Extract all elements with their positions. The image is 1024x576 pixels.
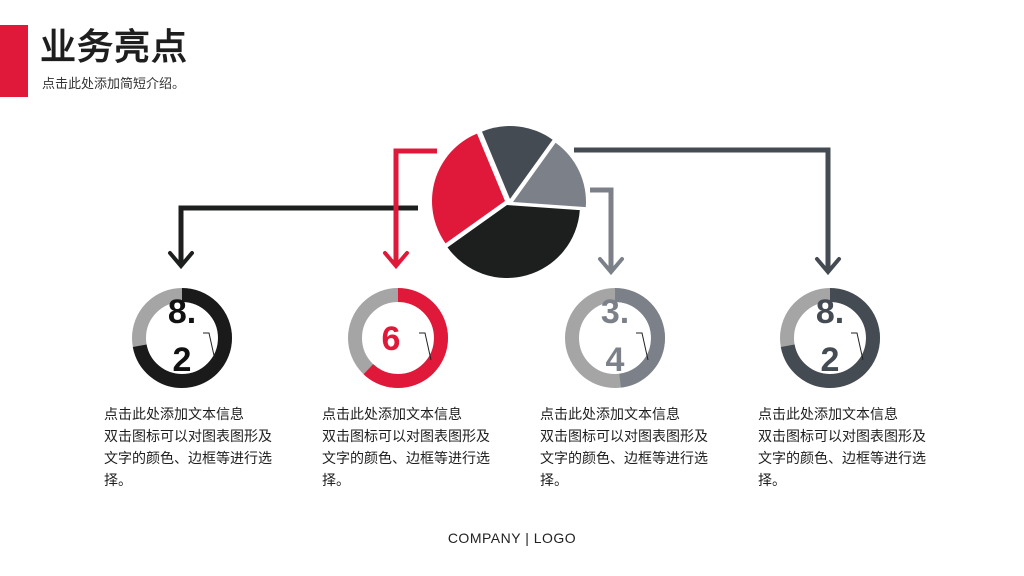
ring-progress (132, 288, 232, 388)
ring-value-line2: 4 (606, 341, 625, 379)
item-text-line: 择。 (322, 473, 350, 489)
item-description: 点击此处添加文本信息 双击图标可以对图表图形及 文字的颜色、边框等进行选 择。 (322, 404, 502, 492)
ring-progress (780, 288, 880, 388)
ring-value-line1: 3. (601, 293, 629, 331)
ring-value-line2: 2 (173, 341, 192, 379)
arrow-to-ring-1-head (168, 251, 194, 270)
title-accent-bar (0, 25, 28, 97)
ring-value-line1: 8. (816, 293, 844, 331)
item-text-line: 双击图标可以对图表图形及 (758, 429, 926, 445)
pie-slice (447, 205, 580, 279)
item-text-line: 择。 (104, 473, 132, 489)
page-title: 业务亮点 (40, 27, 189, 68)
item-heading: 点击此处添加文本信息 (540, 407, 680, 423)
item-text-line: 文字的颜色、边框等进行选 (540, 451, 708, 467)
ring-pointer (203, 332, 216, 361)
page-subtitle: 点击此处添加简短介绍。 (42, 77, 186, 92)
arrow-to-ring-3 (590, 187, 614, 272)
item-text-line: 双击图标可以对图表图形及 (540, 429, 708, 445)
pie-slice (431, 133, 505, 244)
item-text-line: 文字的颜色、边框等进行选 (104, 451, 272, 467)
item-text-line: 择。 (758, 473, 786, 489)
pie-chart (431, 126, 586, 279)
item-description: 点击此处添加文本信息 双击图标可以对图表图形及 文字的颜色、边框等进行选 择。 (104, 404, 284, 492)
ring-value-line2: 2 (821, 341, 840, 379)
pie-slice (481, 126, 553, 199)
arrow-to-ring-4-head (815, 257, 841, 276)
item-description: 点击此处添加文本信息 双击图标可以对图表图形及 文字的颜色、边框等进行选 择。 (540, 404, 720, 492)
footer-company-logo: COMPANY | LOGO (447, 530, 577, 546)
item-heading: 点击此处添加文本信息 (104, 407, 244, 423)
ring-pointer (851, 332, 864, 361)
arrow-to-ring-2 (393, 148, 437, 266)
item-heading: 点击此处添加文本信息 (322, 407, 462, 423)
ring-value-line1: 6 (382, 320, 401, 358)
ring-progress (348, 288, 448, 388)
connector-arrows (168, 147, 841, 276)
arrow-to-ring-2-head (383, 251, 409, 270)
pie-slice (513, 142, 586, 208)
arrow-to-ring-4 (574, 147, 831, 272)
item-text-line: 文字的颜色、边框等进行选 (758, 451, 926, 467)
item-text-line: 择。 (540, 473, 568, 489)
item-description: 点击此处添加文本信息 双击图标可以对图表图形及 文字的颜色、边框等进行选 择。 (758, 404, 938, 492)
arrow-to-ring-3-head (598, 257, 624, 276)
arrow-to-ring-1 (178, 205, 418, 266)
ring-progress (565, 288, 665, 388)
ring-pointer (636, 332, 649, 361)
item-heading: 点击此处添加文本信息 (758, 407, 898, 423)
item-text-line: 文字的颜色、边框等进行选 (322, 451, 490, 467)
ring-charts: 8. 2 6 3. 4 8. 2 (132, 288, 880, 388)
ring-value-line1: 8. (168, 293, 196, 331)
ring-pointer (419, 332, 432, 361)
item-text-line: 双击图标可以对图表图形及 (104, 429, 272, 445)
item-text-line: 双击图标可以对图表图形及 (322, 429, 490, 445)
